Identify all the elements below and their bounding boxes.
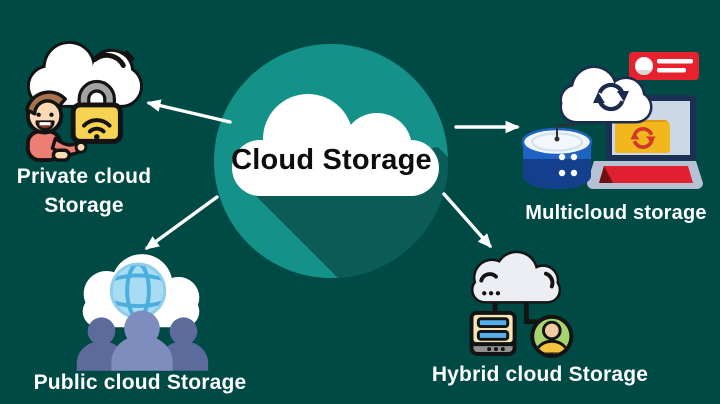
users-group <box>76 310 209 371</box>
cloud-shape <box>471 250 562 304</box>
server <box>469 310 517 356</box>
padlock-wifi <box>70 79 123 144</box>
id-card <box>629 52 699 80</box>
arrow-to-hybrid-cloud <box>442 192 492 249</box>
node-label-multicloud: Multicloud storage <box>525 202 707 224</box>
node-label-private-cloud: Private cloud Storage <box>16 165 152 217</box>
user-avatar <box>530 314 574 358</box>
hub-cloud-shape <box>232 94 439 196</box>
globe-icon <box>109 262 167 319</box>
cloud-sync-icon <box>597 82 625 112</box>
private-cloud-lock-icon <box>25 40 144 163</box>
node-label-public-cloud: Public cloud Storage <box>33 371 247 394</box>
arrow-to-public-cloud <box>144 195 219 250</box>
node-label-hybrid-cloud: Hybrid cloud Storage <box>431 363 649 386</box>
arrow-to-private-cloud <box>146 99 232 124</box>
database <box>521 121 593 189</box>
diagram-title: Cloud Storage <box>231 144 432 176</box>
public-cloud-users-globe-icon <box>76 254 209 371</box>
sync-cloud <box>559 65 653 124</box>
hybrid-cloud-server-user-icon <box>469 250 574 358</box>
person-figure <box>25 90 88 163</box>
multicloud-laptop-sync-icon <box>521 52 703 189</box>
hub-long-shadow <box>246 147 448 278</box>
folder-sync-icon <box>632 127 654 149</box>
